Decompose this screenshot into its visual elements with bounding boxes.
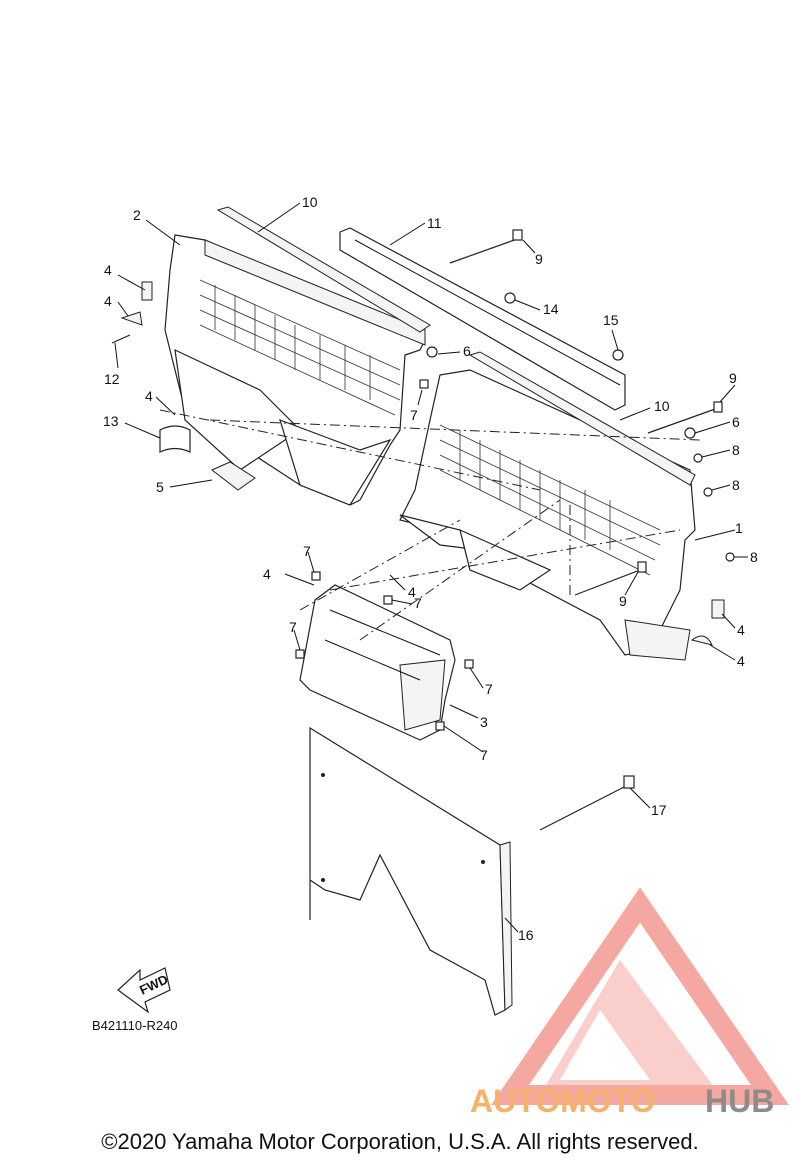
callout-7b: 7 — [303, 543, 311, 559]
air-duct-3 — [299, 584, 456, 741]
callout-10b: 10 — [654, 398, 670, 414]
rear-shroud-left — [164, 234, 426, 506]
callout-7a: 7 — [410, 407, 418, 423]
callout-4b: 4 — [104, 293, 112, 309]
cable-tie-17 — [539, 775, 635, 831]
rivet-8c — [725, 552, 735, 562]
bolt-14 — [504, 292, 516, 304]
rivet-8b — [703, 487, 713, 497]
bracket-11 — [339, 227, 626, 411]
cable-tie-9b — [647, 401, 723, 434]
callout-7f: 7 — [480, 747, 488, 763]
pin-12 — [111, 334, 131, 344]
cable-tie-9c — [574, 561, 647, 596]
watermark-text: AUTOMOTO HUB — [470, 1083, 774, 1119]
callout-13: 13 — [103, 413, 119, 429]
rivet-8a — [693, 453, 703, 463]
callout-7e: 7 — [485, 681, 493, 697]
callout-16: 16 — [518, 927, 534, 943]
callout-8a: 8 — [732, 442, 740, 458]
callout-4g: 4 — [408, 584, 416, 600]
callout-1: 1 — [735, 520, 743, 536]
callout-9c: 9 — [619, 593, 627, 609]
bolt-6a — [426, 346, 438, 358]
bolt-15 — [612, 349, 624, 361]
cable-tie-9a — [449, 229, 523, 264]
callout-2: 2 — [133, 207, 141, 223]
callout-6a: 6 — [463, 343, 471, 359]
bolt-6b — [684, 427, 696, 439]
panel-16 — [309, 726, 513, 1016]
callout-10a: 10 — [302, 194, 318, 210]
rear-shroud-right — [399, 351, 696, 661]
watermark-logo — [491, 887, 789, 1105]
seal-4-upper — [120, 281, 153, 326]
callout-7d: 7 — [289, 619, 297, 635]
clamp-13 — [159, 425, 191, 453]
leader-lines — [114, 202, 748, 933]
callout-5: 5 — [156, 479, 164, 495]
callout-9b: 9 — [729, 370, 737, 386]
callout-8b: 8 — [732, 477, 740, 493]
callout-4d: 4 — [737, 622, 745, 638]
callouts: 2 10 11 4 4 12 4 13 5 9 14 15 6 7 9 10 6… — [103, 194, 758, 943]
callout-4c: 4 — [145, 388, 153, 404]
callout-4f: 4 — [263, 566, 271, 582]
callout-4e: 4 — [737, 653, 745, 669]
callout-12: 12 — [104, 371, 120, 387]
callout-17: 17 — [651, 802, 667, 818]
watermark-part2: HUB — [705, 1083, 774, 1119]
seal-4-right — [690, 599, 725, 646]
assembly-lines — [159, 409, 701, 641]
callout-4a: 4 — [104, 262, 112, 278]
callout-9a: 9 — [535, 251, 543, 267]
watermark-part1: AUTOMOTO — [470, 1083, 655, 1119]
callout-14: 14 — [543, 301, 559, 317]
fwd-arrow-icon: FWD — [117, 967, 171, 1014]
callout-6b: 6 — [732, 414, 740, 430]
pad-5 — [211, 461, 256, 491]
copyright-notice: ©2020 Yamaha Motor Corporation, U.S.A. A… — [101, 1129, 699, 1154]
callout-7c: 7 — [414, 595, 422, 611]
callout-11: 11 — [427, 215, 442, 231]
upper-rail-left — [216, 206, 431, 333]
callout-15: 15 — [603, 312, 619, 328]
callout-3: 3 — [480, 714, 488, 730]
diagram-code: B421110-R240 — [92, 1018, 178, 1033]
callout-8c: 8 — [750, 549, 758, 565]
